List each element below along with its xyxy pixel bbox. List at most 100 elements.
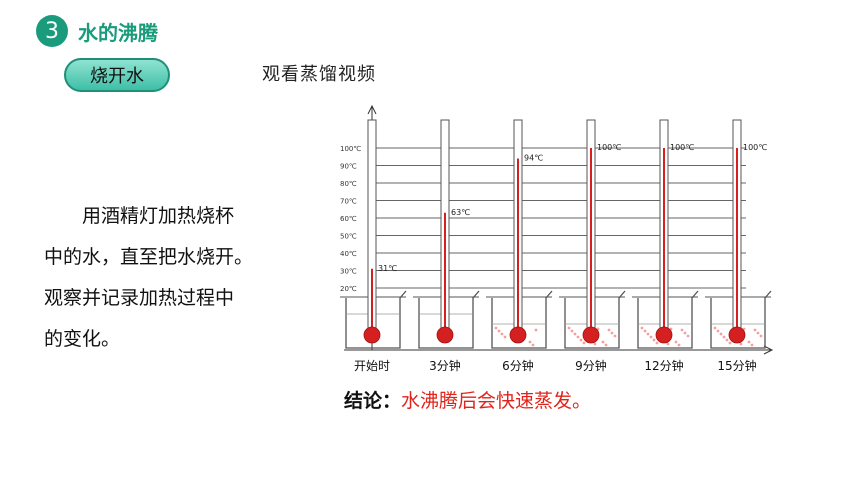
stage-group: 100℃ 15分钟	[705, 119, 772, 373]
bubble	[643, 329, 647, 333]
temperature-label: 31℃	[378, 264, 397, 273]
bubble	[683, 331, 687, 335]
bubble	[500, 332, 504, 336]
axis-arrow-icon	[367, 104, 377, 115]
axis-arrow-icon	[763, 345, 774, 355]
temperature-label: 94℃	[524, 154, 543, 163]
paragraph-line: 中的水，直至把水烧开。	[44, 246, 254, 268]
bubble	[503, 335, 507, 339]
time-label: 12分钟	[644, 358, 683, 373]
scale-label: 50℃	[340, 233, 357, 241]
conclusion: 结论：水沸腾后会快速蒸发。	[344, 386, 591, 413]
beaker	[418, 290, 480, 349]
scale-label: 70℃	[340, 198, 357, 206]
beaker	[564, 290, 626, 349]
bubble	[725, 338, 729, 342]
bubble	[573, 332, 577, 336]
time-label: 6分钟	[502, 358, 534, 373]
section-number-badge: 3	[36, 15, 68, 47]
thermometer-bulb	[728, 326, 746, 344]
time-label: 9分钟	[575, 358, 607, 373]
bubble	[567, 326, 571, 330]
conclusion-text: 水沸腾后会快速蒸发。	[401, 390, 592, 412]
bubble	[713, 326, 717, 330]
temperature-label: 100℃	[597, 143, 621, 152]
mercury-column	[444, 212, 446, 334]
stage-group: 31℃ 开始时	[340, 119, 407, 373]
bubble	[582, 341, 586, 345]
boiling-thermometer-diagram: 100℃ 90℃ 80℃ 70℃ 60℃ 50℃ 40℃ 30℃ 20℃ 31℃ 开始时 63℃ 3分钟…	[340, 104, 774, 373]
bubble	[655, 341, 659, 345]
mercury-column	[736, 148, 738, 334]
bubble	[677, 343, 681, 347]
bubble	[728, 341, 732, 345]
temperature-label: 63℃	[451, 208, 470, 217]
stage-group: 94℃ 6分钟	[486, 119, 553, 373]
bubble	[750, 343, 754, 347]
scale-label: 90℃	[340, 163, 357, 171]
bubble	[686, 334, 690, 338]
thermometer-bulb	[436, 326, 454, 344]
scale-label: 60℃	[340, 215, 357, 223]
beaker	[637, 290, 699, 349]
scale-label: 30℃	[340, 268, 357, 276]
bubble	[579, 338, 583, 342]
thermometer-bulb	[582, 326, 600, 344]
conclusion-label: 结论：	[344, 390, 402, 412]
beaker	[491, 290, 553, 349]
stage-group: 100℃ 12分钟	[632, 119, 699, 373]
bubble	[613, 334, 617, 338]
bubble	[604, 343, 608, 347]
bubble	[716, 329, 720, 333]
thermometer-bulb	[363, 326, 381, 344]
bubble	[534, 328, 538, 332]
bubble	[610, 331, 614, 335]
bubble	[649, 335, 653, 339]
bubble	[570, 329, 574, 333]
bubble	[753, 328, 757, 332]
instruction-paragraph: 用酒精灯加热烧杯 中的水，直至把水烧开。 观察并记录加热过程中 的变化。	[44, 196, 314, 360]
scale-label: 20℃	[340, 285, 357, 293]
beaker	[710, 290, 772, 349]
bubble	[666, 342, 670, 346]
beaker	[345, 290, 407, 349]
bubble	[646, 332, 650, 336]
bubble	[607, 328, 611, 332]
bubble	[497, 329, 501, 333]
bubble	[640, 326, 644, 330]
scale-label: 100℃	[340, 145, 361, 153]
bubble	[593, 342, 597, 346]
scale-label: 80℃	[340, 180, 357, 188]
scale-label: 40℃	[340, 250, 357, 258]
paragraph-line: 的变化。	[44, 328, 121, 350]
thermometer-bulb	[655, 326, 673, 344]
bubble	[680, 328, 684, 332]
bubble	[531, 343, 535, 347]
mercury-column	[590, 148, 592, 334]
temperature-label: 100℃	[743, 143, 767, 152]
video-label[interactable]: 观看蒸馏视频	[262, 64, 376, 85]
bubble	[747, 340, 751, 344]
bubble	[756, 331, 760, 335]
mercury-column	[663, 148, 665, 334]
time-label: 3分钟	[429, 358, 461, 373]
bubble	[759, 334, 763, 338]
section-header: 3 水的沸腾	[36, 14, 158, 48]
mercury-column	[517, 158, 519, 334]
bubble	[719, 332, 723, 336]
bubble	[601, 340, 605, 344]
time-label: 开始时	[354, 359, 390, 373]
thermometer-bulb	[509, 326, 527, 344]
stage-group: 100℃ 9分钟	[559, 119, 626, 373]
paragraph-line: 观察并记录加热过程中	[44, 287, 235, 309]
time-label: 15分钟	[717, 358, 756, 373]
mercury-column	[371, 268, 373, 334]
bubble	[528, 340, 532, 344]
bubble	[576, 335, 580, 339]
temperature-label: 100℃	[670, 143, 694, 152]
topic-pill-button[interactable]: 烧开水	[64, 58, 170, 92]
bubble	[739, 342, 743, 346]
bubble	[494, 326, 498, 330]
bubble	[722, 335, 726, 339]
section-title: 水的沸腾	[78, 20, 158, 45]
